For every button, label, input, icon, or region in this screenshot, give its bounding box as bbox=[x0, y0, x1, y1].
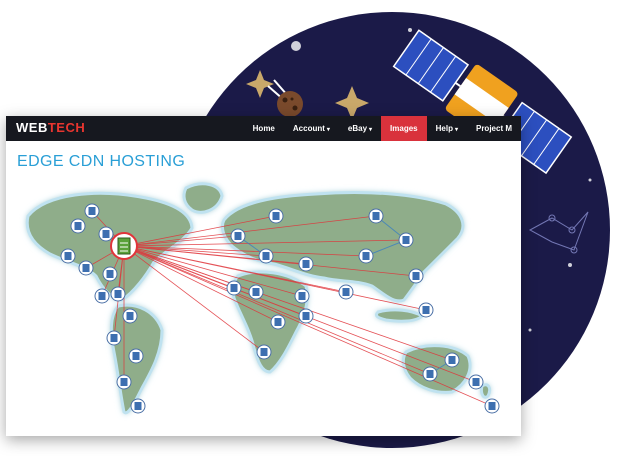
world-map bbox=[25, 182, 500, 415]
server-icon[interactable] bbox=[268, 208, 284, 224]
chevron-down-icon: ▾ bbox=[454, 127, 458, 133]
server-icon[interactable] bbox=[338, 284, 354, 300]
server-icon[interactable] bbox=[248, 284, 264, 300]
server-icon[interactable] bbox=[422, 366, 438, 382]
server-icon[interactable] bbox=[444, 352, 460, 368]
server-icon[interactable] bbox=[130, 398, 146, 414]
nav-menu: Home Account▾ eBay▾ Images Help▾ Project… bbox=[244, 116, 521, 141]
server-icon[interactable] bbox=[110, 286, 126, 302]
cdn-link bbox=[123, 245, 347, 293]
chevron-down-icon: ▾ bbox=[326, 127, 330, 133]
nav-item-ebay[interactable]: eBay▾ bbox=[347, 124, 373, 133]
browser-window: WEBTECH Home Account▾ eBay▾ Images Help▾… bbox=[6, 116, 521, 436]
star-icon bbox=[246, 70, 369, 120]
stars bbox=[291, 28, 592, 332]
server-icon[interactable] bbox=[84, 203, 100, 219]
nav-item-images[interactable]: Images bbox=[381, 116, 427, 141]
nav-item-help[interactable]: Help▾ bbox=[435, 124, 458, 133]
page-title: EDGE CDN HOSTING bbox=[17, 153, 186, 170]
brand-logo[interactable]: WEBTECH bbox=[16, 120, 85, 135]
server-icon[interactable] bbox=[70, 218, 86, 234]
server-icon[interactable] bbox=[98, 226, 114, 242]
server-icon[interactable] bbox=[102, 266, 118, 282]
server-icon[interactable] bbox=[294, 288, 310, 304]
server-icon[interactable] bbox=[484, 398, 500, 414]
server-icon[interactable] bbox=[128, 348, 144, 364]
server-icon[interactable] bbox=[358, 248, 374, 264]
continent-greenland bbox=[182, 182, 224, 214]
continent-australia bbox=[401, 344, 472, 394]
server-icon[interactable] bbox=[256, 344, 272, 360]
cdn-link bbox=[123, 215, 277, 247]
cdn-link bbox=[123, 239, 407, 247]
server-icon[interactable] bbox=[298, 256, 314, 272]
server-icon[interactable] bbox=[116, 374, 132, 390]
cdn-link bbox=[123, 235, 239, 247]
server-icon[interactable] bbox=[78, 260, 94, 276]
server-icon[interactable] bbox=[298, 308, 314, 324]
continent-north-america bbox=[25, 191, 194, 302]
cdn-link bbox=[123, 245, 267, 257]
server-icon[interactable] bbox=[94, 288, 110, 304]
server-icon[interactable] bbox=[398, 232, 414, 248]
continent-indonesia bbox=[374, 308, 425, 323]
server-icon[interactable] bbox=[60, 248, 76, 264]
server-icon[interactable] bbox=[258, 248, 274, 264]
server-icon[interactable] bbox=[468, 374, 484, 390]
origin-server-icon[interactable] bbox=[110, 232, 138, 260]
server-icon[interactable] bbox=[106, 330, 122, 346]
server-icon[interactable] bbox=[270, 314, 286, 330]
cdn-link bbox=[123, 245, 265, 353]
server-icon[interactable] bbox=[368, 208, 384, 224]
server-icon[interactable] bbox=[230, 228, 246, 244]
cdn-link bbox=[123, 245, 367, 257]
brand-part-1: WEB bbox=[16, 120, 48, 135]
edge-nodes bbox=[60, 203, 500, 414]
constellation bbox=[528, 211, 589, 254]
server-icon[interactable] bbox=[122, 308, 138, 324]
cdn-link bbox=[123, 245, 303, 297]
server-icon[interactable] bbox=[226, 280, 242, 296]
server-icon[interactable] bbox=[408, 268, 424, 284]
cdn-link bbox=[123, 215, 377, 247]
chevron-down-icon: ▾ bbox=[369, 127, 373, 133]
navbar: WEBTECH Home Account▾ eBay▾ Images Help▾… bbox=[6, 116, 521, 141]
cdn-link bbox=[123, 245, 431, 375]
nav-item-project[interactable]: Project M bbox=[475, 124, 512, 133]
cdn-link bbox=[123, 245, 453, 361]
meteor-icon bbox=[267, 79, 303, 117]
brand-part-2: TECH bbox=[47, 120, 86, 135]
server-icon[interactable] bbox=[418, 302, 434, 318]
continent-new-zealand bbox=[480, 383, 492, 399]
nav-item-home[interactable]: Home bbox=[252, 124, 275, 133]
nav-item-account[interactable]: Account▾ bbox=[292, 124, 330, 133]
cdn-link bbox=[123, 245, 279, 323]
